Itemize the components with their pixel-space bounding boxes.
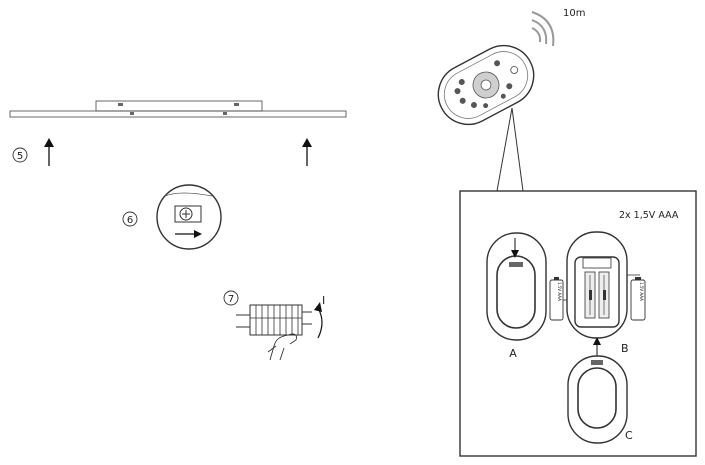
svg-text:7: 7	[228, 294, 234, 305]
lock-detail-illustration	[156, 184, 222, 250]
up-arrow-icon	[593, 337, 601, 345]
battery-right: 1.5V AAA	[630, 277, 646, 321]
svg-text:6: 6	[127, 215, 133, 226]
hand-icon	[267, 333, 297, 361]
remote-control-illustration	[437, 44, 535, 126]
remote-open-b: B	[566, 231, 629, 355]
step-6-badge: 6	[122, 211, 138, 227]
svg-text:B: B	[621, 342, 629, 355]
rotate-arrow-icon	[314, 302, 322, 312]
svg-text:1.5V AAA: 1.5V AAA	[557, 282, 562, 301]
battery-left: 1.5V AAA	[549, 277, 564, 321]
battery-cover-c: C	[567, 355, 633, 444]
battery-panel: 2x 1,5V AAA A 1.5V AAA	[459, 190, 697, 457]
svg-text:A: A	[509, 347, 517, 360]
terminal-block-illustration: I	[236, 294, 325, 361]
callout-lines	[496, 107, 524, 192]
step-7-badge: 7	[223, 290, 239, 306]
right-arrow-icon	[194, 230, 202, 238]
svg-text:1.5V AAA: 1.5V AAA	[639, 282, 644, 301]
down-arrow-icon	[511, 250, 519, 258]
range-label: 10m	[563, 8, 585, 19]
battery-spec-label: 2x 1,5V AAA	[619, 210, 679, 221]
signal-waves-icon	[531, 11, 555, 47]
remote-back-a: A	[486, 232, 547, 360]
svg-text:I: I	[322, 294, 325, 307]
svg-text:C: C	[625, 429, 633, 442]
ceiling-panel-illustration	[9, 100, 347, 118]
up-arrow-icon	[44, 138, 54, 166]
step-5-badge: 5	[12, 147, 28, 163]
up-arrow-icon	[302, 138, 312, 166]
svg-text:5: 5	[17, 151, 23, 162]
